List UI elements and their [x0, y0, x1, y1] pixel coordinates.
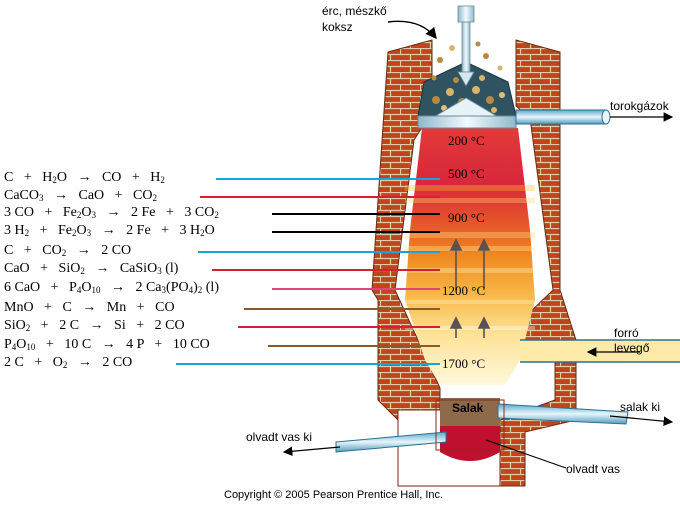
- copyright-notice: Copyright © 2005 Pearson Prentice Hall, …: [224, 489, 444, 501]
- reaction-4: 3 H2 + Fe2O3 → 2 Fe + 3 H2O: [4, 223, 215, 238]
- slag-pipe: [497, 403, 629, 425]
- reaction-2: CaCO3 → CaO + CO2: [4, 188, 158, 203]
- slag-out-label: salak ki: [620, 400, 661, 414]
- hot-air-label-line2: levegő: [614, 341, 650, 355]
- reaction-3: 3 CO + Fe2O3 → 2 Fe + 3 CO2: [4, 205, 219, 220]
- temp-1700: 1700 °C: [442, 356, 486, 371]
- reaction-1: C + H2O → CO + H2: [4, 170, 165, 185]
- molten-iron-out-label: olvadt vas ki: [246, 430, 313, 444]
- temp-200: 200 °C: [448, 133, 485, 148]
- brick-shell: [371, 39, 577, 487]
- molten-iron-label: olvadt vas: [566, 462, 621, 476]
- reaction-5: C + CO2 → 2 CO: [4, 243, 132, 258]
- molten-iron-out-arrow: [282, 446, 341, 457]
- coke-input-label: koksz: [322, 20, 353, 34]
- slag-out-arrow: [609, 415, 674, 426]
- top-gas-label: torokgázok: [610, 99, 669, 113]
- reaction-8: MnO + C → Mn + CO: [4, 300, 175, 315]
- ore-input-label: érc, mészkő: [322, 4, 387, 18]
- reaction-10: P4O10 + 10 C → 4 P + 10 CO: [4, 337, 210, 352]
- gas-flow-arrows: [449, 238, 491, 338]
- reaction-9: SiO2 + 2 C → Si + 2 CO: [4, 318, 185, 333]
- molten-iron-pipe: [335, 431, 447, 453]
- temp-500: 500 °C: [448, 166, 485, 181]
- furnace-interior: [405, 128, 535, 385]
- slag-label: Salak: [452, 401, 484, 415]
- temp-1200: 1200 °C: [442, 283, 486, 298]
- temp-900: 900 °C: [448, 210, 485, 225]
- reaction-6: CaO + SiO2 → CaSiO3 (l): [4, 261, 179, 276]
- ore-feed-arrow: [387, 20, 437, 40]
- reaction-7: 6 CaO + P4O10 → 2 Ca3(PO4)2 (l): [4, 280, 219, 295]
- molten-iron-leader: [485, 439, 567, 469]
- top-gas-pipe: [515, 109, 607, 125]
- slag-pool: [440, 398, 500, 426]
- molten-iron-hearth: [440, 426, 500, 461]
- reaction-leader-lines: [176, 178, 440, 365]
- hot-air-pipe: [520, 340, 680, 362]
- reaction-11: 2 C + O2 → 2 CO: [4, 355, 133, 370]
- charging-rod: [461, 21, 471, 73]
- hot-air-label-line1: forró: [614, 326, 639, 340]
- throat-ring: [417, 115, 517, 129]
- temperature-bands: [405, 185, 535, 330]
